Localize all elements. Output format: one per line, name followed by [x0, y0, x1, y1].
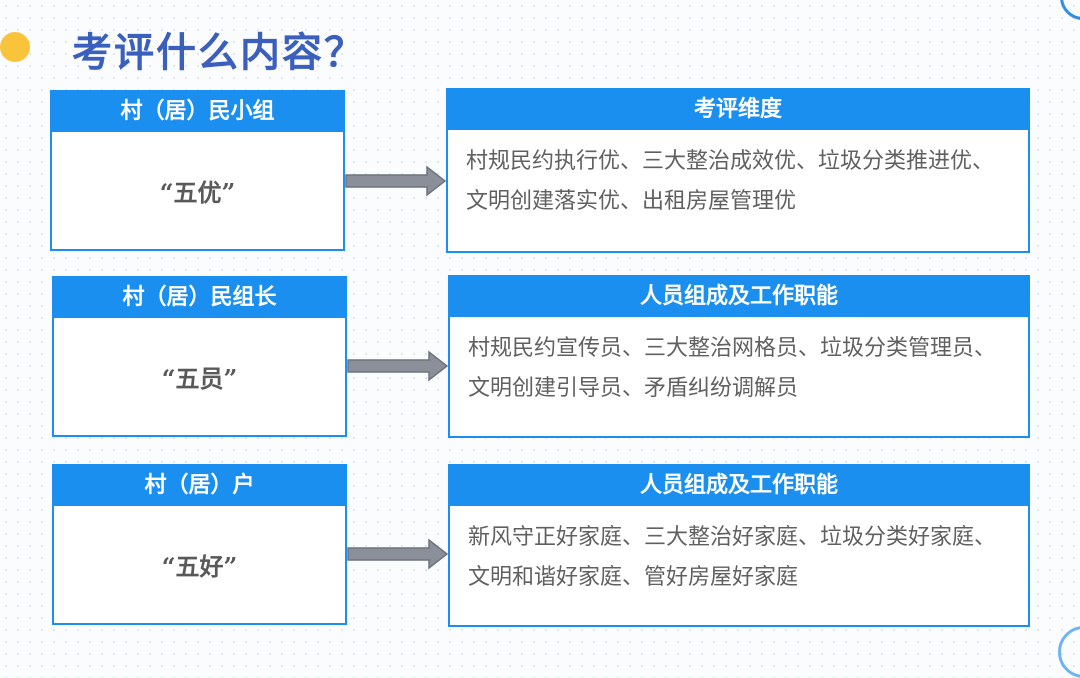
left-box-value: “五优”: [159, 178, 236, 207]
page-title: 考评什么内容？: [72, 30, 366, 76]
right-arrow-icon: [347, 350, 449, 382]
right-arrow-icon: [345, 165, 447, 197]
left-box-value: “五好”: [161, 552, 238, 581]
right-arrow-icon: [347, 538, 449, 570]
left-box-household: 村（居）户 “五好”: [52, 464, 347, 625]
right-box-text: 村规民约宣传员、三大整治网格员、垃圾分类管理员、文明创建引导员、矛盾纠纷调解员: [468, 336, 997, 401]
right-box-families: 人员组成及工作职能 新风守正好家庭、三大整治好家庭、垃圾分类好家庭、文明和谐好家…: [448, 464, 1030, 627]
circle-bullet-icon: [0, 32, 30, 62]
right-box-header: 人员组成及工作职能: [450, 277, 1028, 317]
right-box-text: 新风守正好家庭、三大整治好家庭、垃圾分类好家庭、文明和谐好家庭、管好房屋好家庭: [468, 525, 997, 590]
right-box-roles: 人员组成及工作职能 村规民约宣传员、三大整治网格员、垃圾分类管理员、文明创建引导…: [448, 275, 1030, 438]
left-box-header: 村（居）户: [54, 466, 345, 506]
corner-decoration-bottom: [1058, 626, 1080, 678]
right-box-text: 村规民约执行优、三大整治成效优、垃圾分类推进优、文明创建落实优、出租房屋管理优: [466, 149, 995, 214]
right-box-header: 考评维度: [448, 90, 1028, 130]
right-box-header: 人员组成及工作职能: [450, 466, 1028, 506]
left-box-leader: 村（居）民组长 “五员”: [52, 276, 347, 437]
left-box-header: 村（居）民小组: [52, 92, 343, 132]
right-box-dimensions: 考评维度 村规民约执行优、三大整治成效优、垃圾分类推进优、文明创建落实优、出租房…: [446, 88, 1030, 253]
left-box-group: 村（居）民小组 “五优”: [50, 90, 345, 251]
left-box-value: “五员”: [161, 364, 238, 393]
left-box-header: 村（居）民组长: [54, 278, 345, 318]
corner-decoration-top: [1060, 0, 1080, 20]
